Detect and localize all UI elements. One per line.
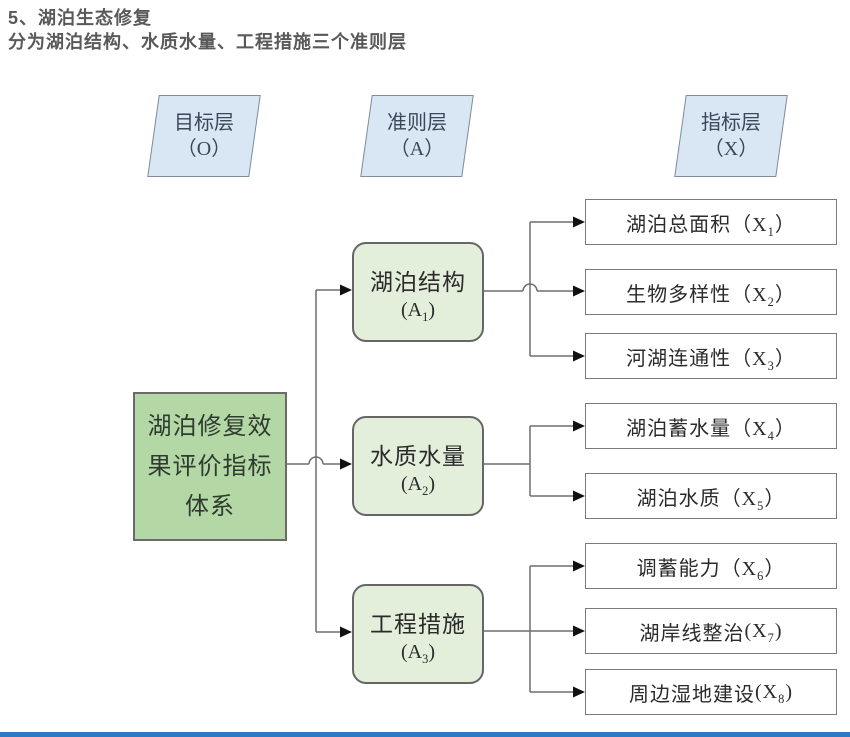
indicator-label: 生物多样性 [626,283,732,306]
criteria-code: (A2) [401,472,435,498]
indicator-box-x6: 调蓄能力 （X6） [585,543,837,589]
indicator-code: （X4） [731,417,796,443]
layer-header-goal: 目标层 （O） [147,95,261,177]
indicator-box-x5: 湖泊水质 （X5） [585,473,837,519]
indicator-label: 湖岸线整治 [639,622,745,645]
indicator-code: (X8) [755,680,793,706]
arrowhead-icons [340,216,585,698]
criteria-label: 湖泊结构 [370,269,466,295]
goal-box: 湖泊修复效 果评价指标 体系 [133,392,287,541]
bottom-accent-bar [0,732,850,737]
criteria-label: 工程措施 [370,611,466,637]
goal-label: 湖泊修复效 果评价指标 体系 [147,413,273,520]
page-title: 5、湖泊生态修复 [8,8,153,28]
indicator-box-x8: 周边湿地建设(X8) [585,669,837,715]
layer-code: （X） [703,138,759,160]
indicator-label: 周边湿地建设 [629,683,755,706]
indicator-code: （X2） [731,283,796,309]
indicator-code: （X5） [720,487,786,513]
indicator-box-x1: 湖泊总面积 （X1） [585,199,837,245]
indicator-code: （X1） [731,213,796,239]
layer-code: （A） [389,138,445,160]
indicator-label: 湖泊蓄水量 [626,417,732,440]
indicator-code: （X3） [731,347,796,373]
criteria-box-a3: 工程措施 (A3) [352,584,484,684]
page-subtitle: 分为湖泊结构、水质水量、工程措施三个准则层 [8,32,407,52]
layer-name: 目标层 [174,112,234,134]
indicator-box-x7: 湖岸线整治(X7) [585,608,837,654]
layer-header-indicator: 指标层 （X） [674,95,788,177]
layer-name: 准则层 [387,112,447,134]
layer-name: 指标层 [701,112,761,134]
indicator-box-x3: 河湖连通性 （X3） [585,333,837,379]
criteria-box-a1: 湖泊结构 (A1) [352,242,484,342]
criteria-box-a2: 水质水量 (A2) [352,416,484,516]
indicator-label: 湖泊水质 [636,487,721,510]
layer-code: （O） [176,138,232,160]
criteria-code: (A3) [401,640,435,666]
indicator-label: 调蓄能力 [636,557,721,580]
layer-header-criteria: 准则层 （A） [360,95,474,177]
indicator-box-x4: 湖泊蓄水量 （X4） [585,403,837,449]
criteria-code: (A1) [401,298,435,324]
indicator-code: (X7) [744,619,783,645]
indicator-label: 湖泊总面积 [626,213,732,236]
indicator-label: 河湖连通性 [626,347,732,370]
indicator-code: （X6） [720,557,786,583]
indicator-box-x2: 生物多样性 （X2） [585,269,837,315]
criteria-label: 水质水量 [370,443,466,469]
